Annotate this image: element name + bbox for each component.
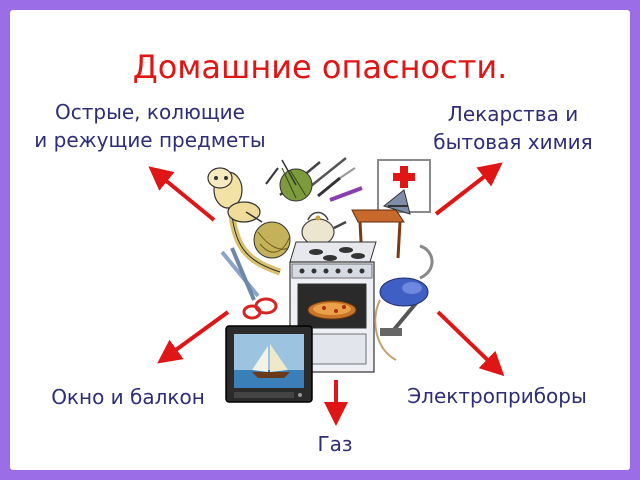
- label-medicine-line2: бытовая химия: [433, 130, 593, 154]
- label-window-balcony: Окно и балкон: [51, 385, 205, 409]
- label-sharp-line1: Острые, колющие: [55, 100, 245, 124]
- arrow-to-electrical: [436, 310, 505, 377]
- electric-plug-icon: [207, 167, 282, 276]
- label-medicine-chemicals: Лекарства и бытовая химия: [408, 100, 618, 156]
- iron-icon: [382, 189, 411, 215]
- yarn-needles-icon: [245, 159, 313, 259]
- slide-title: Домашние опасности.: [132, 48, 508, 86]
- arrow-to-sharp: [148, 166, 216, 222]
- label-electrical-appliances: Электроприборы: [407, 384, 587, 408]
- label-sharp-objects: Острые, колющие и режущие предметы: [0, 98, 300, 154]
- label-medicine-line1: Лекарства и: [447, 102, 579, 126]
- scissors-icon: [220, 247, 278, 320]
- vacuum-cleaner-icon: [374, 244, 434, 361]
- arrow-to-window: [157, 310, 230, 364]
- table-icon: [351, 209, 405, 261]
- knives-icon: [265, 157, 363, 202]
- kettle-icon: [301, 211, 347, 246]
- label-gas: Газ: [317, 432, 353, 456]
- label-sharp-line2: и режущие предметы: [34, 128, 266, 152]
- tv-icon: [225, 325, 313, 403]
- arrow-to-medicine: [434, 162, 503, 216]
